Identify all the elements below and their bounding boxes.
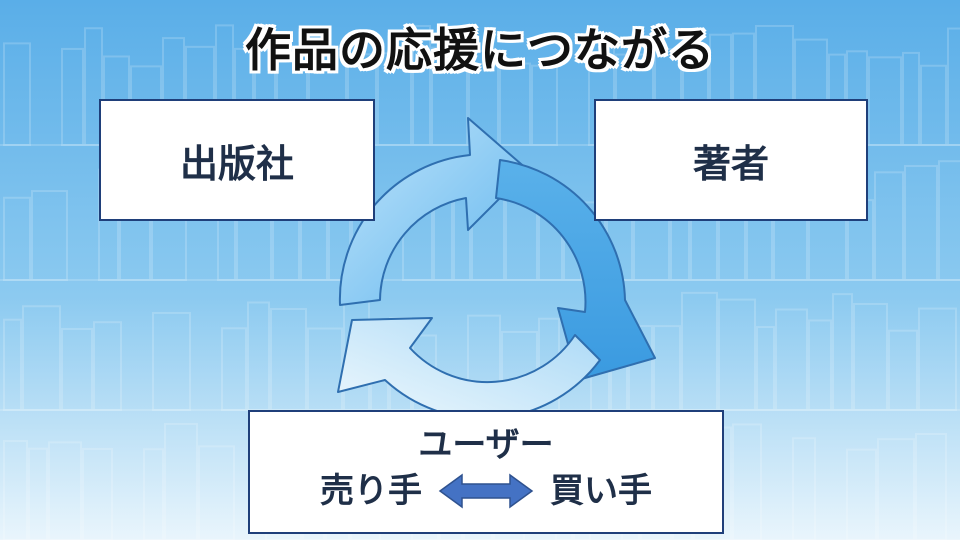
- user-roles: 売り手 買い手: [320, 469, 652, 513]
- author-box: 著者: [594, 99, 868, 221]
- user-box: ユーザー 売り手 買い手: [248, 410, 724, 534]
- publisher-box: 出版社: [99, 99, 375, 221]
- double-arrow-icon: [438, 471, 534, 511]
- seller-label: 売り手: [320, 469, 422, 513]
- author-label: 著者: [693, 133, 769, 188]
- publisher-label: 出版社: [180, 133, 294, 188]
- buyer-label: 買い手: [550, 469, 652, 513]
- page-title: 作品の応援につながる: [0, 14, 960, 80]
- user-label: ユーザー: [418, 425, 553, 465]
